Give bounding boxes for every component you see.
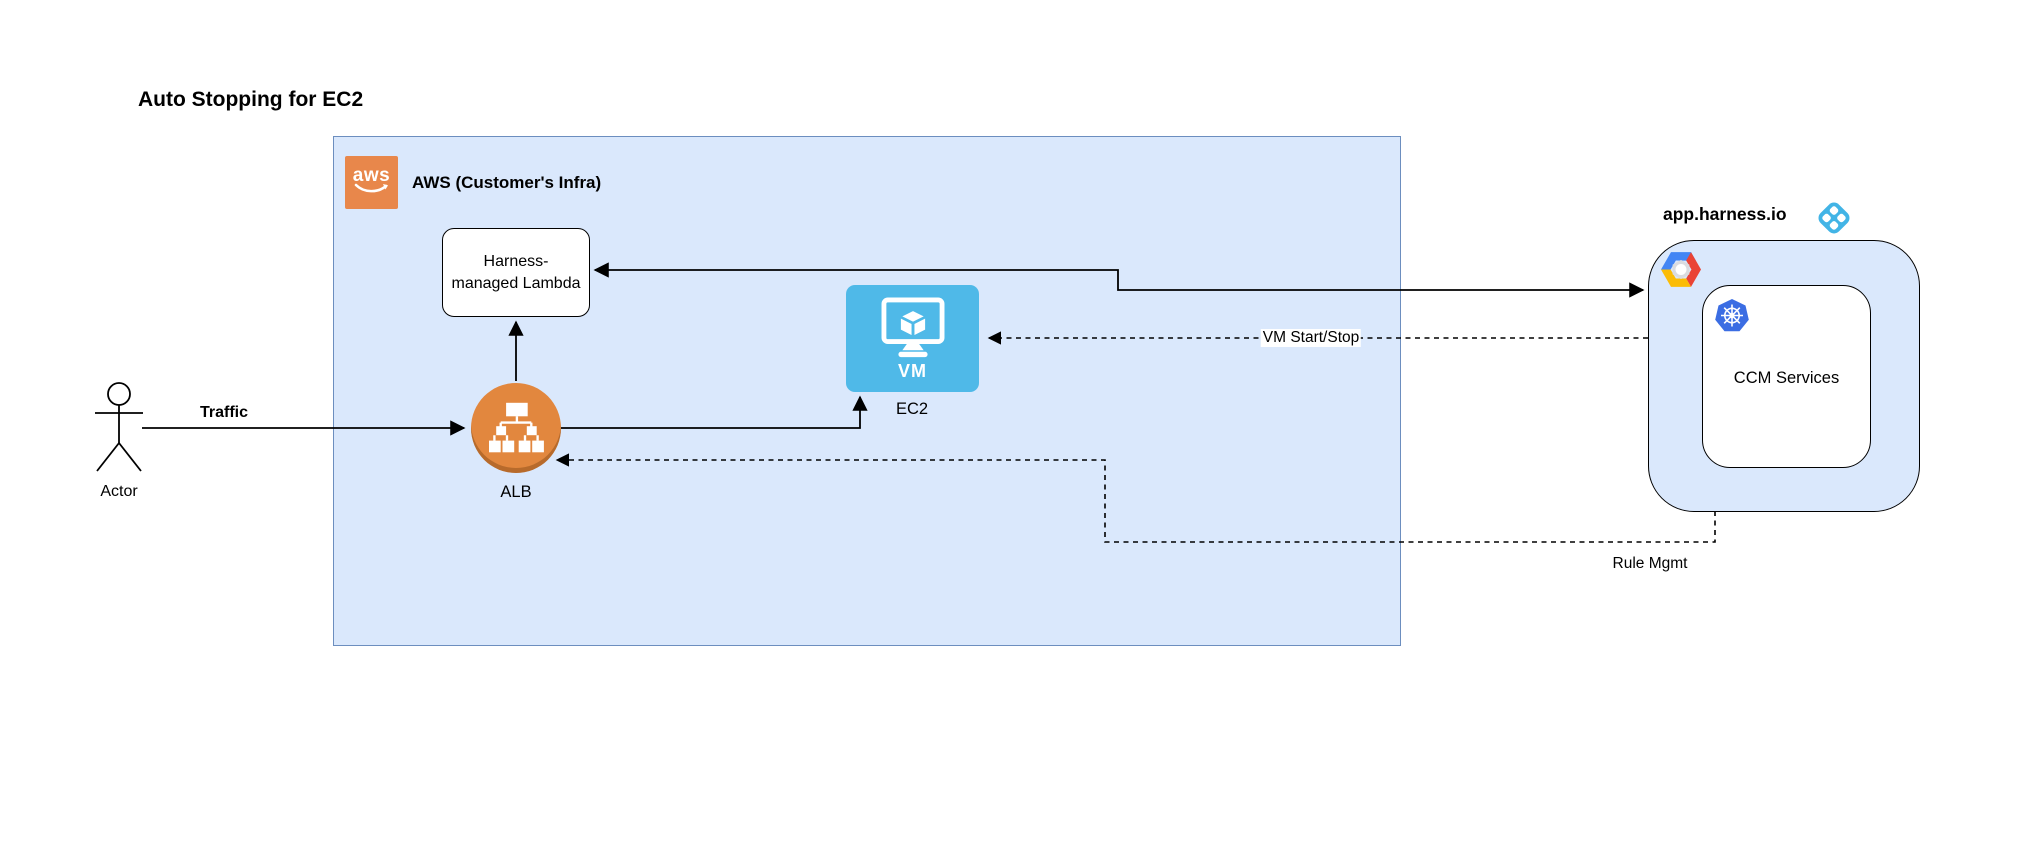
aws-group-label: AWS (Customer's Infra)	[412, 172, 602, 192]
aws-smile-icon	[354, 183, 388, 193]
aws-logo: aws	[345, 156, 398, 209]
ec2-node: VM	[846, 285, 979, 392]
ec2-label: EC2	[895, 400, 929, 418]
vm-label: VM	[898, 361, 927, 381]
alb-node	[471, 383, 561, 473]
vm-start-stop-edge-label: VM Start/Stop	[1260, 329, 1362, 347]
aws-logo-text: aws	[352, 165, 391, 186]
harness-group-label: app.harness.io	[1663, 204, 1787, 224]
actor-stick-figure	[95, 382, 143, 472]
rule-mgmt-edge-label: Rule Mgmt	[1610, 555, 1690, 573]
traffic-edge-label: Traffic	[199, 404, 249, 421]
harness-logo	[1818, 202, 1850, 234]
actor-label: Actor	[100, 483, 138, 500]
ccm-services-label: CCM Services	[1733, 369, 1840, 387]
rule-mgmt-arrow	[555, 453, 1716, 543]
alb-label: ALB	[500, 483, 532, 501]
gcp-hexagon-icon	[1661, 252, 1701, 287]
alb-to-ec2-arrow	[561, 395, 868, 429]
vm-monitor-icon	[881, 297, 944, 358]
lambda-label: Harness-managed Lambda	[451, 252, 581, 292]
lambda-harness-arrow	[593, 262, 1645, 298]
lambda-node: Harness-managed Lambda	[442, 228, 590, 317]
ccm-services-box: CCM Services	[1702, 285, 1871, 468]
load-balancer-icon	[489, 402, 544, 453]
kubernetes-icon	[1715, 299, 1749, 332]
page-title: Auto Stopping for EC2	[138, 88, 364, 111]
